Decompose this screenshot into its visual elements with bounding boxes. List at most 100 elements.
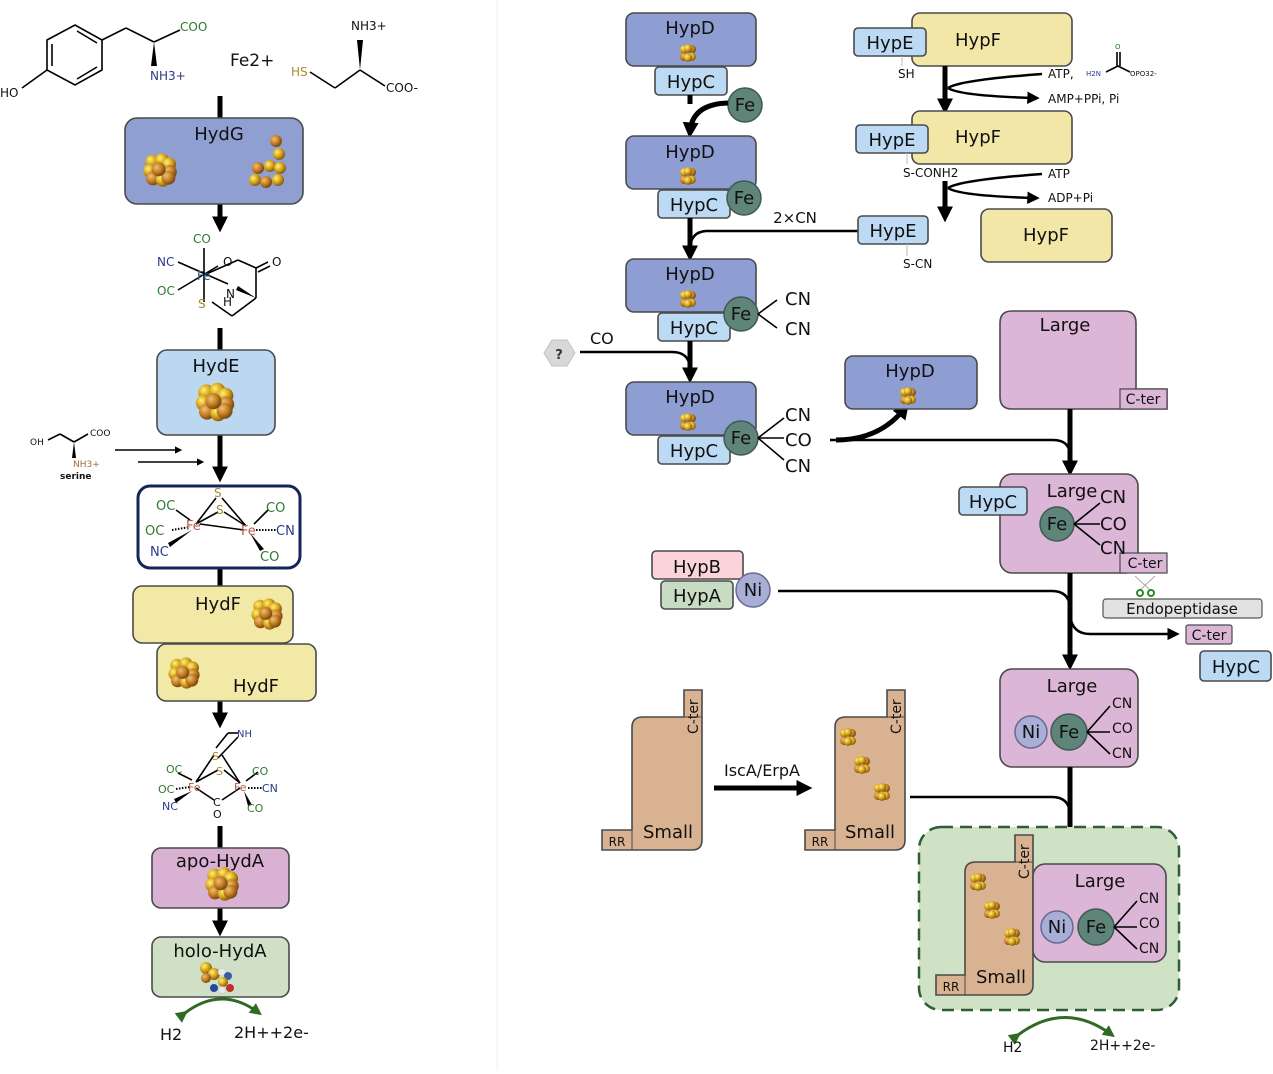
cluster-atom bbox=[857, 765, 867, 774]
co-ligand-label: CO bbox=[785, 430, 812, 451]
cluster-atom bbox=[151, 162, 166, 177]
hypd-enzyme bbox=[625, 258, 757, 313]
small-label: Small bbox=[976, 967, 1026, 988]
cluster-atom bbox=[185, 673, 199, 687]
co-label: CO bbox=[247, 802, 264, 815]
hyde-box: HydE bbox=[156, 349, 276, 436]
hypc-released: HypC bbox=[1199, 650, 1272, 682]
cluster-atom bbox=[683, 413, 693, 422]
hype-label: HypE bbox=[869, 130, 916, 151]
fe-label: Fe bbox=[1086, 917, 1106, 938]
o-label: O bbox=[1115, 43, 1121, 51]
endopeptidase-label: Endopeptidase bbox=[1126, 600, 1238, 618]
fe-label: Fe bbox=[735, 95, 755, 116]
nc-label: NC bbox=[157, 255, 174, 269]
h2-label: H2 bbox=[1003, 1040, 1022, 1056]
h-label: H bbox=[223, 295, 232, 309]
rr-label: RR bbox=[609, 835, 626, 849]
hydg-label: HydG bbox=[194, 124, 244, 145]
co-label: CO bbox=[260, 550, 279, 565]
hypc-detached: HypC bbox=[958, 486, 1028, 516]
hypc-label: HypC bbox=[969, 492, 1017, 513]
tyr-oh-label: HO bbox=[0, 86, 18, 100]
sh-label: SH bbox=[898, 67, 915, 81]
hypd-enzyme bbox=[625, 12, 757, 67]
cluster-atom bbox=[259, 606, 273, 620]
hypc-label: HypC bbox=[670, 195, 718, 216]
s-label: S bbox=[214, 486, 222, 500]
hypc-enzyme bbox=[958, 486, 1028, 516]
holo-hyda-enzyme bbox=[151, 936, 290, 998]
o-label: O bbox=[213, 808, 222, 821]
cluster-atom bbox=[987, 901, 997, 910]
s-conh2-label: S-CONH2 bbox=[903, 166, 958, 180]
large-subunit-fe-loaded: Large Fe CN CO CN C-ter bbox=[999, 473, 1168, 574]
cn-ligand-label: CN bbox=[785, 289, 811, 310]
cluster-atom bbox=[683, 167, 693, 176]
fe4s4-cluster-icon bbox=[840, 728, 856, 746]
endopeptidase-box bbox=[1102, 598, 1263, 619]
nh-label: NH bbox=[237, 729, 252, 740]
hype-label: HypE bbox=[870, 221, 917, 242]
co-label: CO bbox=[193, 232, 211, 246]
rr-label: RR bbox=[812, 835, 829, 849]
co-label: CO bbox=[252, 765, 269, 778]
hyde-label: HydE bbox=[193, 356, 240, 377]
tyrosine-structure: HO COO NH3+ bbox=[0, 20, 207, 100]
s-label: S bbox=[216, 503, 224, 517]
ser-nh3-label: NH3+ bbox=[73, 460, 100, 470]
hypc-label: HypC bbox=[670, 318, 718, 339]
amp-output-arrow bbox=[947, 86, 1040, 105]
atp-input-line bbox=[947, 72, 1043, 90]
n-label: N bbox=[226, 287, 235, 301]
hypd-hypc-complex-4: HypD HypC Fe CN CO CN bbox=[625, 381, 812, 477]
cn-ligand-label: CN bbox=[785, 405, 811, 426]
ni-atom bbox=[1040, 910, 1074, 944]
c-ter-label: C-ter bbox=[686, 699, 702, 734]
reversible-reaction-arrow bbox=[1007, 1016, 1115, 1045]
apo-hyda-label: apo-HydA bbox=[176, 851, 265, 872]
cluster-atom bbox=[903, 387, 913, 396]
c-ter-label: C-ter bbox=[1017, 844, 1033, 879]
hypd-enzyme bbox=[625, 135, 757, 190]
free-hypd-box: HypD bbox=[844, 355, 978, 410]
hydf-label: HydF bbox=[195, 594, 241, 615]
small-subunit bbox=[601, 689, 703, 851]
fe-insertion-arrow bbox=[682, 100, 729, 139]
small-label: Small bbox=[643, 822, 693, 843]
cluster-atom bbox=[268, 614, 282, 628]
nc-label: NC bbox=[150, 545, 169, 560]
hype-hypf-complex-2: HypF HypE S-CONH2 bbox=[855, 110, 1073, 180]
small-label: Small bbox=[845, 822, 895, 843]
c-ter-label: C-ter bbox=[1192, 628, 1227, 644]
serine-label: serine bbox=[60, 472, 92, 482]
ni-label: Ni bbox=[1048, 917, 1066, 938]
fe-atom bbox=[726, 180, 762, 216]
fe4s4-cluster-icon bbox=[249, 135, 286, 188]
cluster-atom bbox=[683, 422, 693, 431]
amp-ppi-label: AMP+PPi, Pi bbox=[1048, 92, 1119, 106]
protons-electrons-label: 2H++2e- bbox=[1090, 1038, 1155, 1054]
fe4s4-cluster-icon bbox=[1004, 928, 1020, 946]
small-subunit-apo: Small RR C-ter bbox=[601, 689, 703, 851]
hypb-label: HypB bbox=[673, 557, 721, 578]
cluster-atom bbox=[683, 53, 693, 62]
hypd-hypc-complex-3: HypD HypC Fe CN CN bbox=[625, 258, 811, 342]
hydf-label: HydF bbox=[233, 676, 279, 697]
fe4s4-cluster-icon bbox=[143, 153, 177, 187]
fe-label: Fe bbox=[731, 304, 751, 325]
holo-hyda-label: holo-HydA bbox=[173, 941, 267, 962]
cn-ligand-label: CN bbox=[1139, 891, 1159, 907]
large-label: Large bbox=[1040, 315, 1091, 336]
fe-label: Fe bbox=[1059, 722, 1079, 743]
fe-label: Fe bbox=[197, 269, 211, 283]
c-ter-label: C-ter bbox=[1128, 556, 1163, 572]
hypd-hypc-complex-2: HypD HypC Fe bbox=[625, 135, 762, 219]
cluster-atom bbox=[176, 665, 190, 679]
hypd-enzyme bbox=[844, 355, 978, 410]
ser-coo-label: COO bbox=[90, 429, 110, 439]
co-transfer-line bbox=[580, 350, 692, 369]
hypf-enzyme bbox=[980, 208, 1113, 263]
fe4s4-cluster-icon bbox=[680, 413, 696, 431]
